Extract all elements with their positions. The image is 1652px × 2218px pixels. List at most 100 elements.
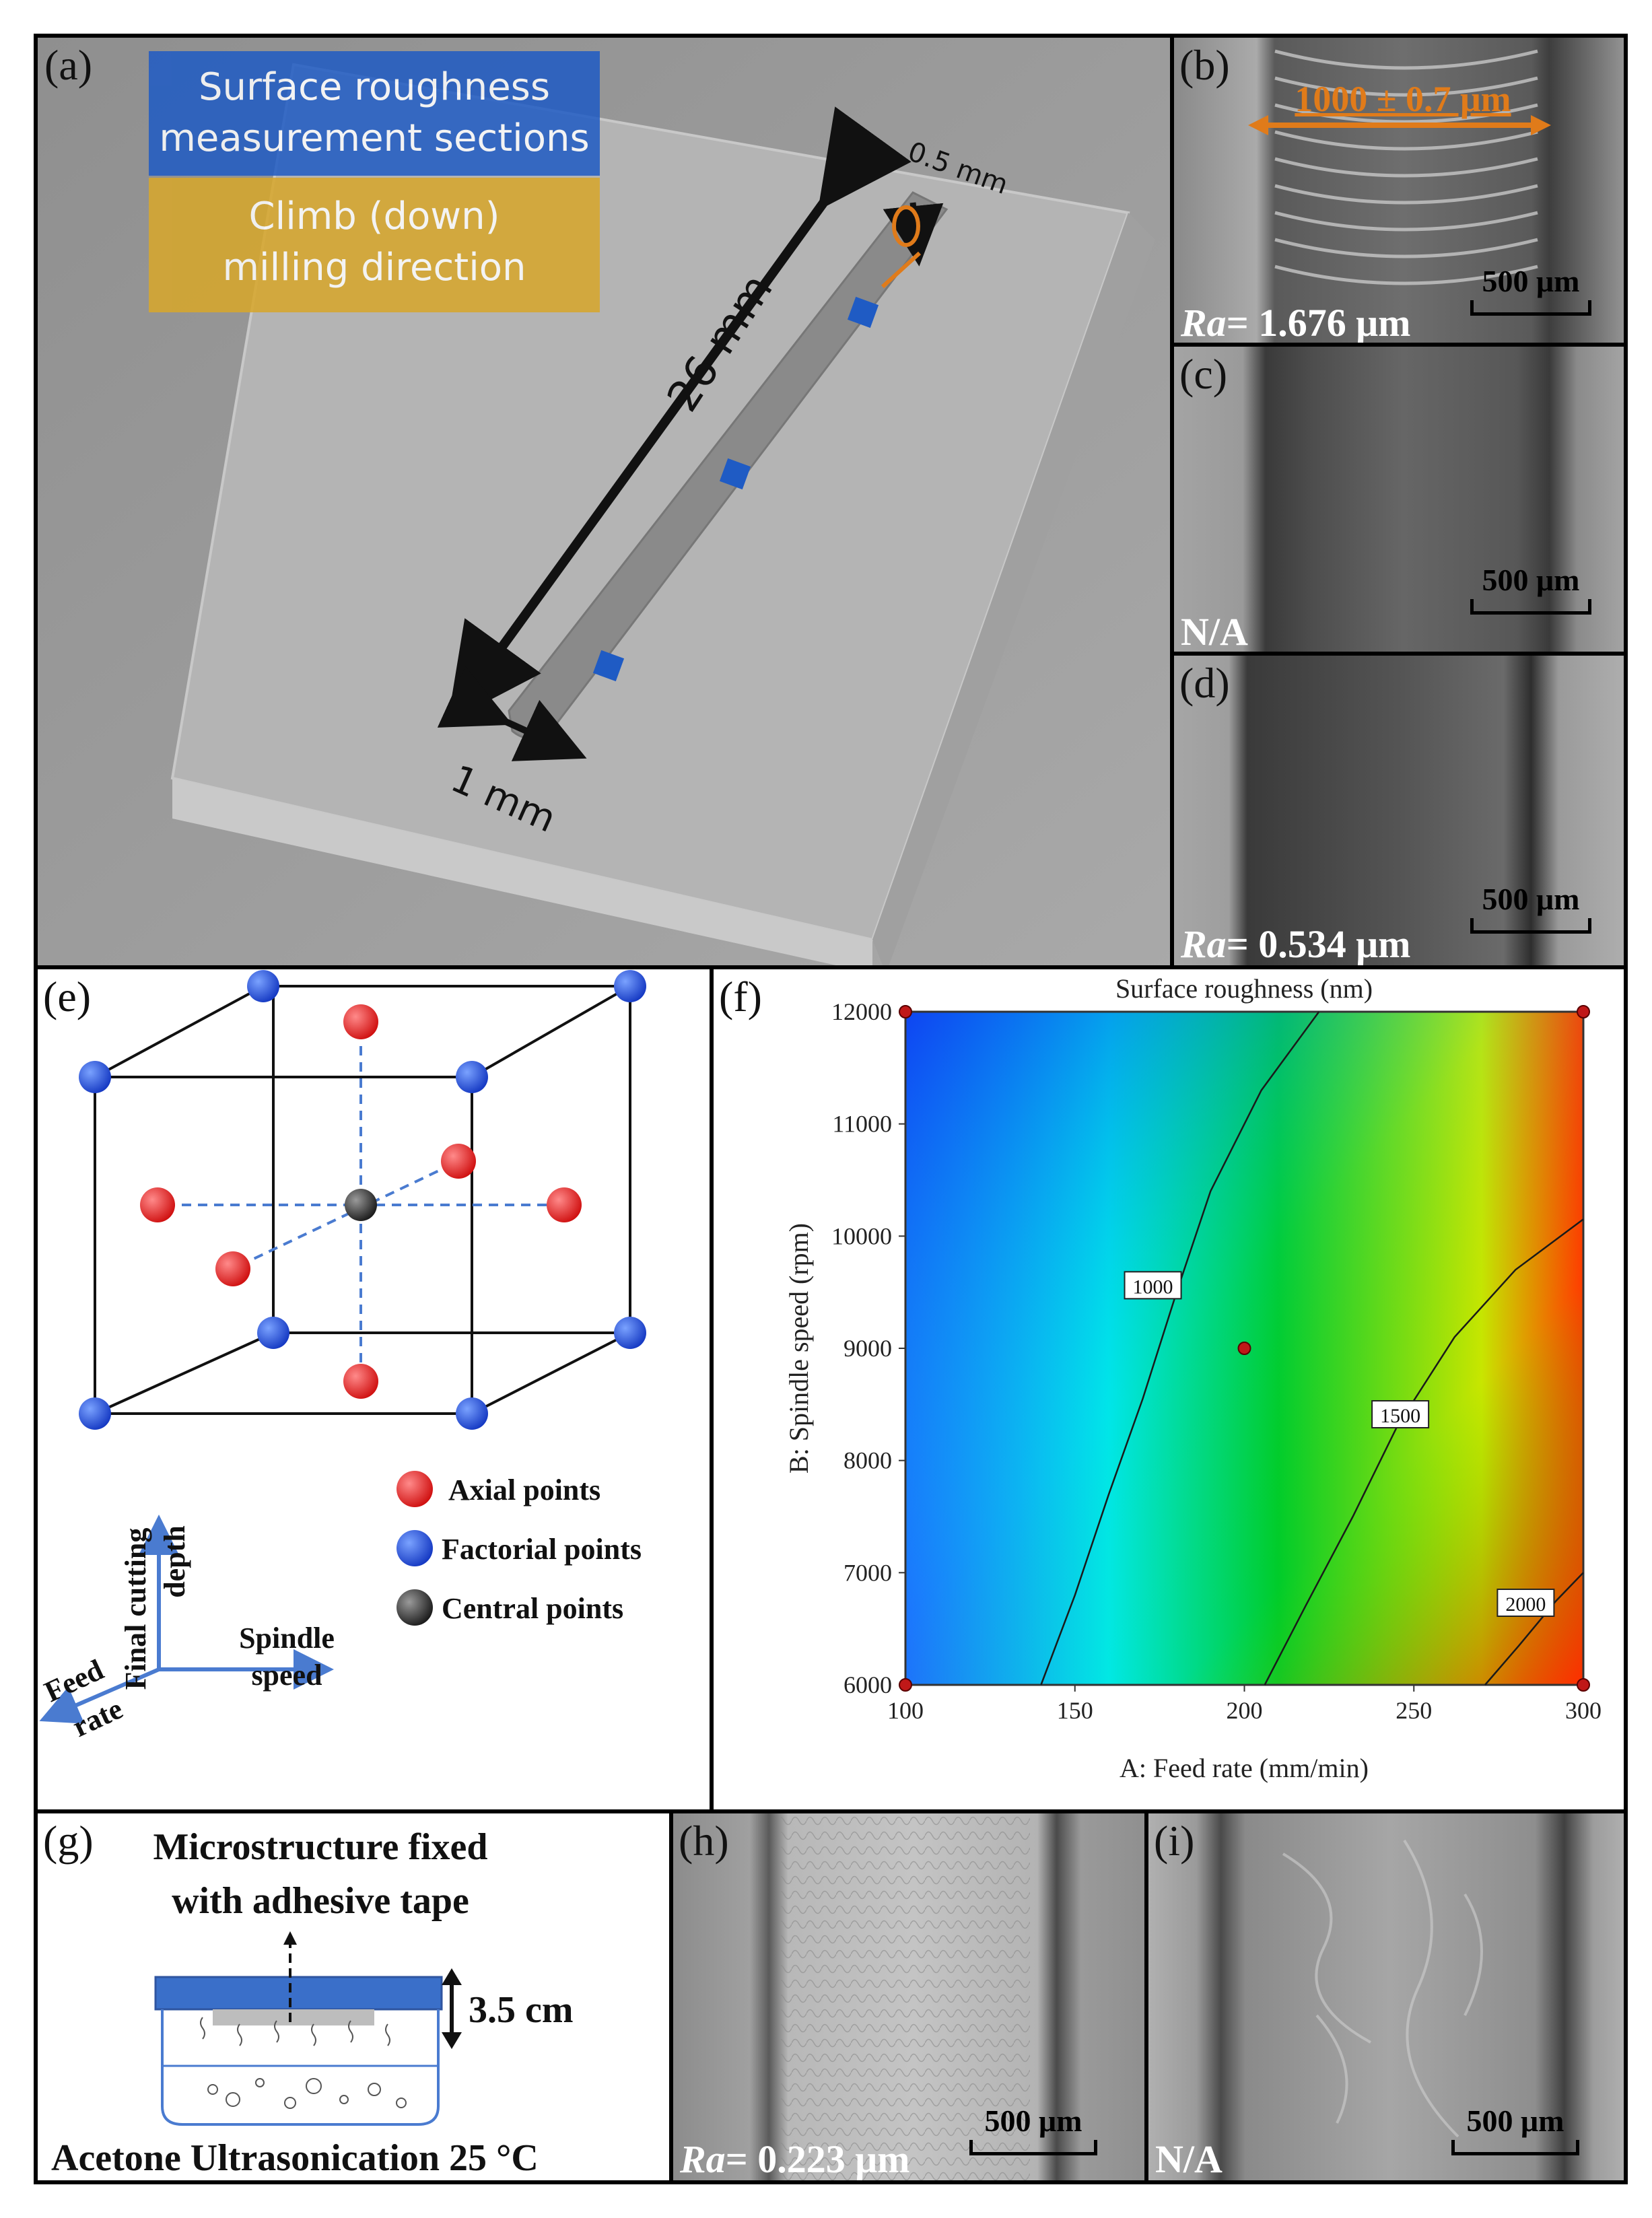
scale-bar-d: 500 μm <box>1470 881 1591 934</box>
factorial-point <box>456 1061 488 1093</box>
design-point <box>1577 1678 1590 1692</box>
contour-label-1000: 1000 <box>1124 1271 1182 1300</box>
roughness-b: Ra= 1.676 μm <box>1181 301 1411 345</box>
factorial-point <box>247 970 279 1002</box>
width-annotation: 1000 ± 0.7 μm <box>1295 79 1511 119</box>
axial-point <box>343 1004 378 1039</box>
panel-d: (d) 500 μm Ra= 0.534 μm <box>1170 652 1628 969</box>
scale-bar-i: 500 μm <box>1451 2103 1579 2155</box>
axial-point <box>215 1251 250 1286</box>
sem-image-c <box>1174 347 1624 652</box>
legend-central-text: Central points <box>442 1592 623 1625</box>
roughness-i: N/A <box>1155 2137 1223 2181</box>
design-point <box>899 1678 912 1692</box>
design-point <box>1237 1342 1251 1355</box>
setup-title-2: with adhesive tape <box>172 1880 469 1922</box>
depth-axis-label-2: depth <box>158 1525 191 1598</box>
scale-bar-c: 500 μm <box>1470 562 1591 615</box>
contour-label-2000: 2000 <box>1496 1589 1555 1617</box>
contour-line-2000 <box>1484 1572 1584 1686</box>
design-point <box>1577 1005 1590 1018</box>
svg-text:1000: 1000 <box>1133 1276 1173 1298</box>
ultrasonic-bath <box>161 2009 440 2126</box>
legend-milling-direction: Climb (down) milling direction <box>149 178 600 312</box>
scale-bar-h: 500 μm <box>969 2103 1097 2155</box>
factorial-point <box>456 1397 488 1430</box>
sem-image-i <box>1148 1813 1624 2180</box>
x-tick-label: 300 <box>1565 1697 1602 1724</box>
speed-axis-label-2: speed <box>251 1659 322 1692</box>
x-tick-label: 200 <box>1227 1697 1263 1724</box>
x-tick-label: 250 <box>1396 1697 1432 1724</box>
legend-central-marker <box>397 1589 433 1626</box>
y-axis-label: B: Spindle speed (rpm) <box>784 1223 814 1474</box>
y-tick-label: 8000 <box>844 1447 892 1474</box>
legend-axial-marker <box>397 1471 433 1507</box>
axial-point <box>547 1187 582 1222</box>
panel-b: (b) 1000 ± 0.7 μm 500 μm Ra= 1.676 μm <box>1170 34 1628 347</box>
sem-image-b <box>1174 38 1624 343</box>
panel-i: (i) 500 μm N/A <box>1144 1809 1628 2184</box>
panel-e-label: (e) <box>43 973 92 1020</box>
roughness-h: Ra= 0.223 μm <box>680 2137 910 2181</box>
length-arrow <box>447 106 911 722</box>
factorial-point <box>79 1397 111 1430</box>
roughness-d: Ra= 0.534 μm <box>1181 922 1411 966</box>
x-axis-label: A: Feed rate (mm/min) <box>1120 1753 1369 1783</box>
sem-image-d <box>1174 656 1624 965</box>
x-tick-label: 150 <box>1057 1697 1093 1724</box>
depth-axis-label-1: Final cutting <box>119 1528 152 1690</box>
panel-g: Microstructure fixed with adhesive tape … <box>34 1809 673 2184</box>
y-tick-label: 10000 <box>831 1222 892 1249</box>
milling-direction-arrow <box>881 251 922 289</box>
setup-title-1: Microstructure fixed <box>153 1826 487 1868</box>
design-point <box>899 1005 912 1018</box>
ultrasonication-setup-diagram: Microstructure fixed with adhesive tape … <box>51 1826 574 2179</box>
axial-point <box>441 1144 476 1179</box>
microstructure <box>213 2009 374 2025</box>
axial-point <box>343 1364 378 1399</box>
factorial-point <box>257 1317 289 1349</box>
panel-g-label: (g) <box>43 1817 94 1865</box>
y-tick-label: 9000 <box>844 1335 892 1362</box>
tool-rotation-mark <box>892 205 920 247</box>
ccd-cube-diagram: Axial points Factorial points Central po… <box>39 970 646 1743</box>
contour-line-1000 <box>1040 1011 1320 1686</box>
factorial-point <box>614 970 646 1002</box>
roughness-c: N/A <box>1181 610 1248 654</box>
width-arrow <box>437 666 587 761</box>
panel-c-label: (c) <box>1179 350 1228 398</box>
panel-a-render: 26 mm 1 mm 0.5 mm <box>38 38 1174 965</box>
panel-b-label: (b) <box>1179 41 1230 89</box>
speed-axis-label-1: Spindle <box>239 1622 335 1655</box>
factorial-point <box>79 1061 111 1093</box>
adhesive-tape <box>154 1976 443 2011</box>
panel-f-label: (f) <box>719 973 762 1020</box>
legend-axial-text: Axial points <box>448 1474 600 1506</box>
scale-bar-b: 500 μm <box>1470 263 1591 316</box>
setup-caption: Acetone Ultrasonication 25 °C <box>51 2137 539 2179</box>
legend-factorial-text: Factorial points <box>442 1533 642 1566</box>
chart-title: Surface roughness (nm) <box>1115 973 1373 1004</box>
panel-a-label: (a) <box>44 41 93 89</box>
panel-d-label: (d) <box>1179 659 1230 707</box>
y-tick-label: 12000 <box>831 998 892 1025</box>
legend-factorial-marker <box>397 1530 433 1566</box>
bath-height-text: 3.5 cm <box>469 1989 574 2031</box>
svg-text:1500: 1500 <box>1380 1405 1420 1427</box>
contour-label-1500: 1500 <box>1371 1400 1430 1428</box>
feed-axis-label-2: rate <box>67 1692 127 1743</box>
factorial-point <box>614 1317 646 1349</box>
panel-h-label: (h) <box>679 1817 729 1865</box>
block-side-face <box>172 778 872 965</box>
axial-point <box>140 1187 175 1222</box>
y-tick-label: 7000 <box>844 1559 892 1586</box>
panel-i-label: (i) <box>1154 1817 1195 1865</box>
central-point <box>345 1189 377 1221</box>
panel-h: (h) 500 μm Ra= 0.223 μm <box>669 1809 1148 2184</box>
panel-e: Axial points Factorial points Central po… <box>34 965 714 1813</box>
legend-measurement-sections: Surface roughness measurement sections <box>149 51 600 176</box>
panel-a: 26 mm 1 mm 0.5 mm (a) Surface roughness … <box>34 34 1178 969</box>
